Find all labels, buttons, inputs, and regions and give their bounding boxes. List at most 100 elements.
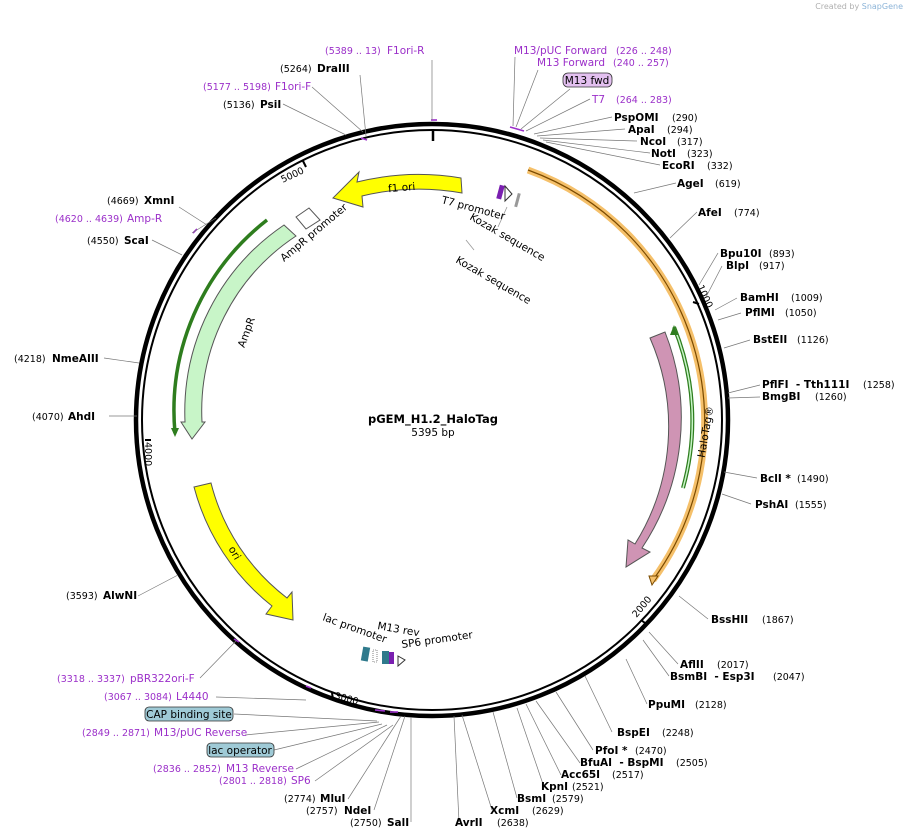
site-bspei: BspEI bbox=[617, 727, 650, 739]
lac-operator-box bbox=[206, 742, 275, 758]
site-mlui: MluI bbox=[320, 793, 345, 805]
snapgene-brand: SnapGene bbox=[861, 2, 903, 11]
restriction-sites: PspOMI(290) ApaI(294) NcoI(317) NotI(323… bbox=[14, 63, 895, 829]
site-ahdi-pos: (4070) bbox=[32, 412, 64, 423]
site-xmni: XmnI bbox=[144, 195, 174, 207]
cap-binding-label: CAP binding site bbox=[146, 709, 232, 721]
site-pflfi-pos: (1258) bbox=[863, 380, 895, 391]
tick-5000-mark bbox=[302, 160, 307, 168]
site-ndei-pos: (2757) bbox=[306, 806, 338, 817]
primer-m13-forward: M13 Forward bbox=[537, 57, 605, 69]
primer-m13-puc-reverse: M13/pUC Reverse bbox=[154, 727, 247, 739]
site-draiii-pos: (5264) bbox=[280, 64, 312, 75]
tick-2000: 2000 bbox=[630, 594, 654, 620]
site-pspomi: PspOMI bbox=[614, 112, 659, 124]
ampr-promoter-feature bbox=[295, 207, 321, 230]
m13-rev-marker bbox=[374, 709, 386, 712]
f1ori-f-marker bbox=[360, 137, 368, 141]
site-xcmi-pos: (2629) bbox=[532, 806, 564, 817]
site-pfoi: PfoI * bbox=[595, 745, 628, 757]
site-bsmbi-esp3i: BsmBI - Esp3I bbox=[670, 671, 755, 683]
site-ncoi: NcoI bbox=[640, 136, 666, 148]
lac-operator-glyph bbox=[382, 651, 389, 664]
t7-promoter-glyph bbox=[496, 184, 505, 200]
site-bcli-pos: (1490) bbox=[797, 474, 829, 485]
tick-4000: 4000 bbox=[142, 442, 153, 466]
site-bfuai-pos: (2505) bbox=[676, 758, 708, 769]
site-pflmi-pos: (1050) bbox=[785, 308, 817, 319]
primer-labels: (5389 .. 13)F1ori-R (5177 .. 5198)F1ori-… bbox=[55, 45, 672, 787]
site-agei: AgeI bbox=[677, 178, 704, 190]
site-psii-pos: (5136) bbox=[223, 100, 255, 111]
site-bsshii-pos: (1867) bbox=[762, 615, 794, 626]
primer-amp-r: Amp-R bbox=[127, 213, 162, 225]
plasmid-name: pGEM_H1.2_HaloTag bbox=[368, 412, 498, 427]
ampr-green-arrow bbox=[172, 218, 269, 434]
site-aflii: AflII bbox=[680, 659, 704, 671]
site-nmeaiii: NmeAIII bbox=[52, 353, 99, 365]
site-scai-pos: (4550) bbox=[87, 236, 119, 247]
site-pshai-pos: (1555) bbox=[795, 500, 827, 511]
site-scai: ScaI bbox=[124, 235, 149, 247]
site-kpni-pos: (2521) bbox=[572, 782, 604, 793]
halotag-label: HaloTag® bbox=[696, 405, 717, 458]
site-bsmi: BsmI bbox=[517, 793, 546, 805]
primer-f1ori-r: F1ori-R bbox=[387, 45, 424, 57]
site-bsmi-pos: (2579) bbox=[552, 794, 584, 805]
ampr-label: AmpR bbox=[236, 316, 258, 350]
backbone-outer-strand bbox=[133, 121, 731, 719]
primer-l4440-pos: (3067 .. 3084) bbox=[104, 692, 172, 703]
kozak-glyph bbox=[514, 192, 521, 208]
site-noti: NotI bbox=[651, 148, 676, 160]
site-apai: ApaI bbox=[628, 124, 655, 136]
pbr322-marker bbox=[233, 638, 240, 643]
site-ppumi: PpuMI bbox=[648, 699, 685, 711]
primer-l4440: L4440 bbox=[176, 691, 209, 703]
primer-pbr322ori-f: pBR322ori-F bbox=[130, 673, 195, 685]
m13-fwd-box bbox=[562, 72, 613, 88]
primer-m13-puc-forward-pos: (226 .. 248) bbox=[616, 46, 672, 57]
tick-2000-mark bbox=[640, 619, 646, 624]
primer-m13-forward-pos: (240 .. 257) bbox=[613, 58, 669, 69]
snapgene-credit: Created by SnapGene bbox=[815, 2, 903, 11]
orf-line bbox=[527, 169, 706, 581]
site-aflii-pos: (2017) bbox=[717, 660, 749, 671]
t7-arrow-glyph bbox=[504, 184, 513, 203]
halotag-feature bbox=[625, 331, 682, 568]
ampr-green-arrowhead bbox=[171, 428, 179, 437]
site-ncoi-pos: (317) bbox=[677, 137, 703, 148]
site-noti-pos: (323) bbox=[687, 149, 713, 160]
plasmid-size: 5395 bp bbox=[411, 427, 455, 439]
site-blpi: BlpI bbox=[726, 260, 749, 272]
leader-lines bbox=[103, 56, 761, 823]
site-pfoi-pos: (2470) bbox=[635, 746, 667, 757]
kozak-2-leader bbox=[465, 239, 475, 251]
primer-m13-puc-forward: M13/pUC Forward bbox=[514, 45, 607, 57]
primer-f1ori-f-pos: (5177 .. 5198) bbox=[203, 82, 271, 93]
cap-binding-box bbox=[144, 706, 234, 722]
t7-promoter-leader bbox=[497, 206, 508, 228]
site-avrii: AvrII bbox=[455, 817, 483, 829]
site-afei: AfeI bbox=[698, 207, 722, 219]
ampr-feature bbox=[180, 224, 297, 440]
sp6-glyph bbox=[389, 652, 394, 664]
primer-pbr322ori-f-pos: (3318 .. 3337) bbox=[57, 674, 125, 685]
site-xcmi: XcmI bbox=[490, 805, 519, 817]
site-pflfi-tth111i: PflFI - Tth111I bbox=[762, 379, 849, 391]
orf-highlight bbox=[526, 166, 709, 583]
site-bfuai-bspmi: BfuAI - BspMI bbox=[580, 757, 664, 769]
f1-ori-feature bbox=[332, 170, 463, 208]
tick-1000-mark bbox=[692, 301, 700, 305]
site-sali-pos: (2750) bbox=[350, 818, 382, 829]
site-ecori-pos: (332) bbox=[707, 161, 733, 172]
primer-amp-r-pos: (4620 .. 4639) bbox=[55, 214, 123, 225]
lac-promoter-glyph bbox=[372, 649, 378, 663]
primer-m13-puc-reverse-pos: (2849 .. 2871) bbox=[82, 728, 150, 739]
site-bsmbi-pos: (2047) bbox=[773, 672, 805, 683]
primer-f1ori-f: F1ori-F bbox=[275, 81, 311, 93]
site-bpu10i-pos: (893) bbox=[769, 249, 795, 260]
site-bamhi: BamHI bbox=[740, 292, 779, 304]
sp6-arrow-glyph bbox=[397, 655, 406, 668]
site-mlui-pos: (2774) bbox=[284, 794, 316, 805]
